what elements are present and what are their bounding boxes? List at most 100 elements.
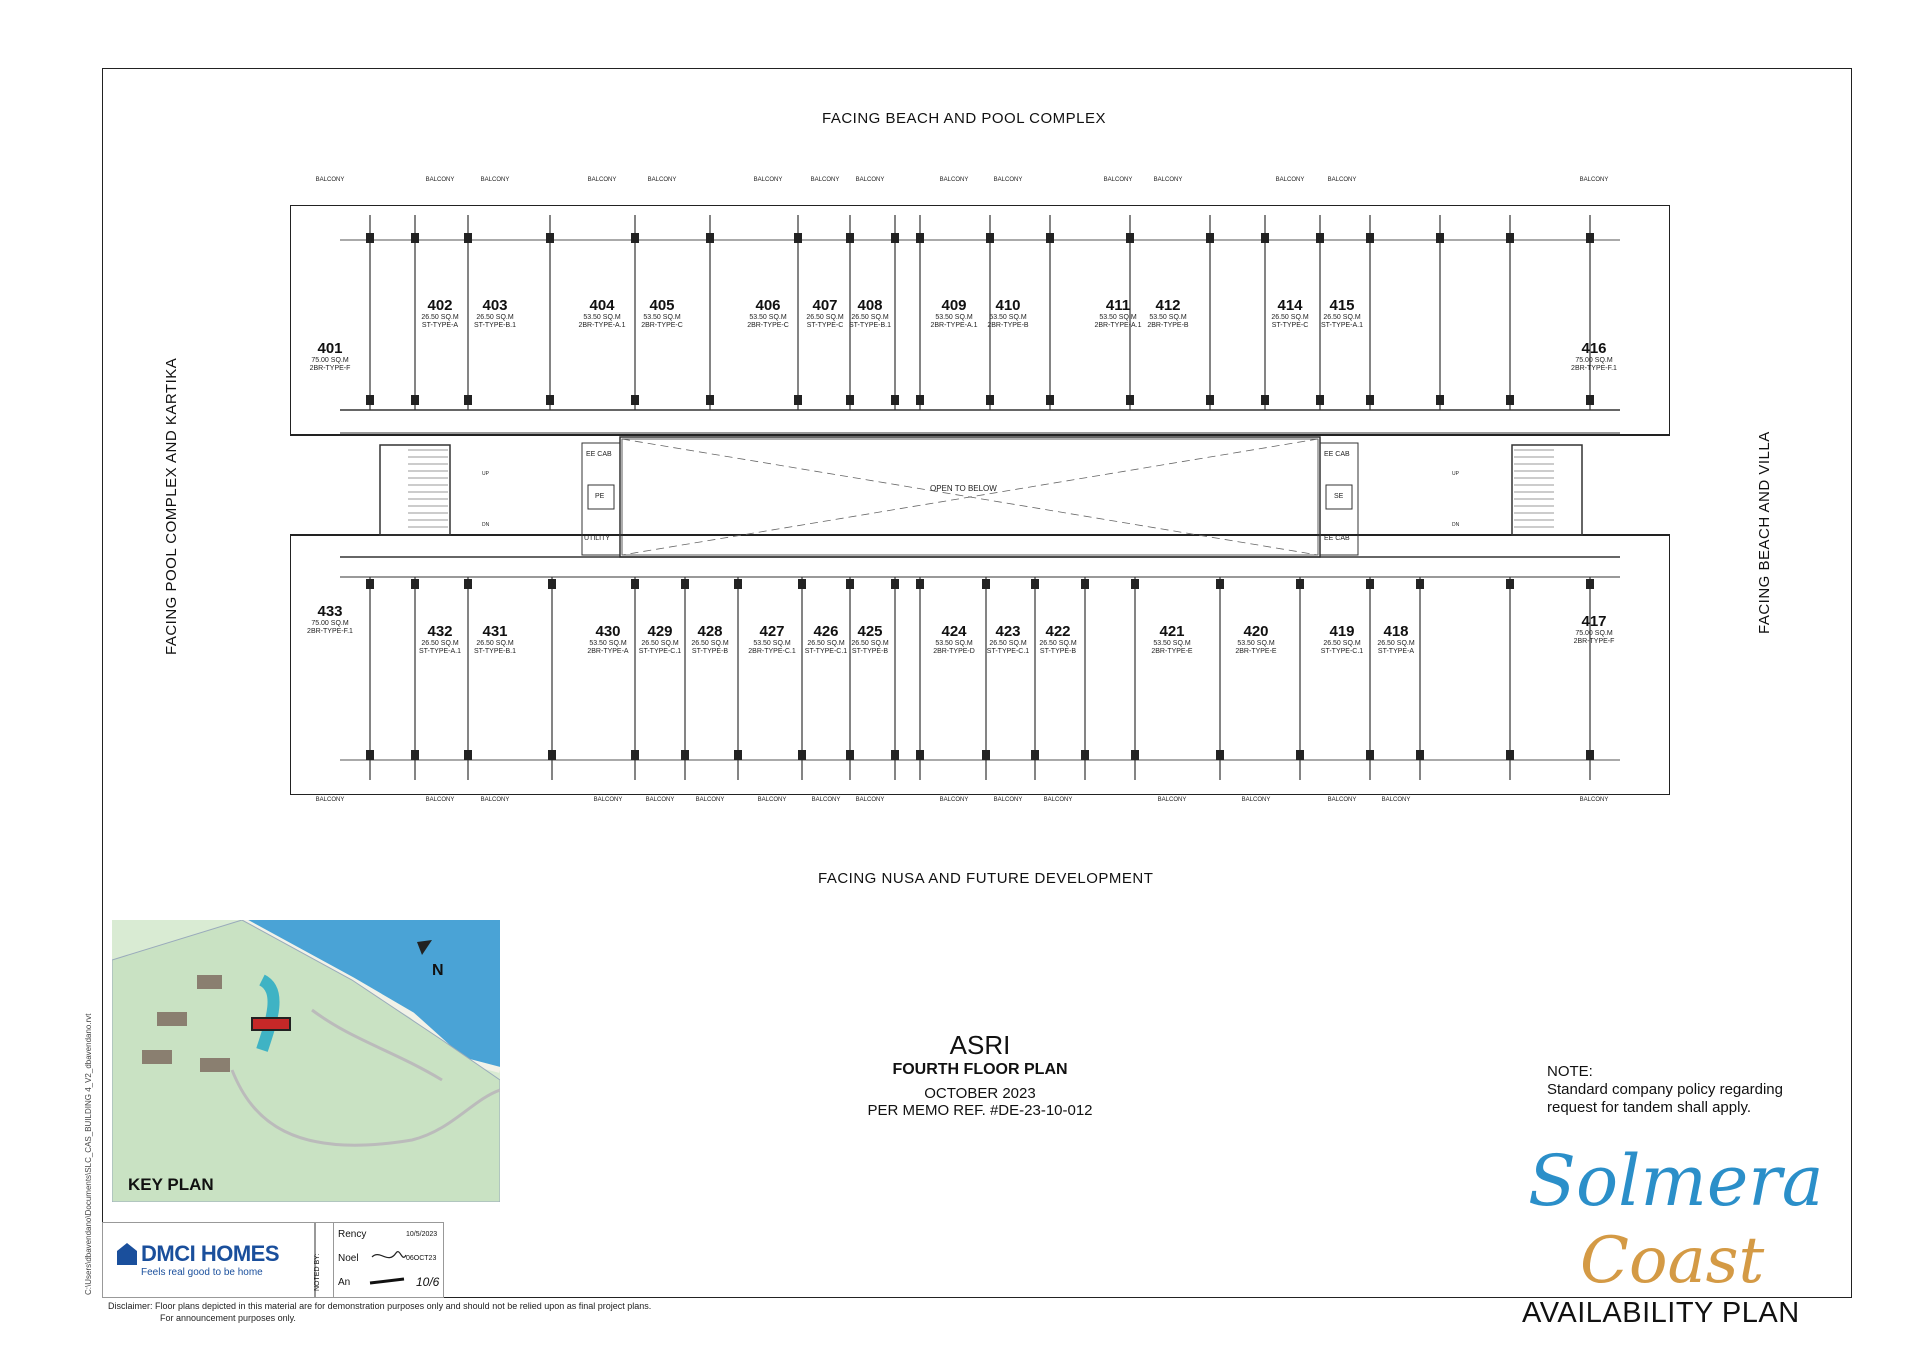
balcony-label: BALCONY [939,797,969,803]
unit-type: 2BR-TYPE-A [587,648,629,655]
unit-area: 26.50 SQ.M [1323,640,1361,647]
balcony-label: BALCONY [1043,797,1073,803]
asri-building-highlight [251,1017,291,1031]
unit-area: 26.50 SQ.M [421,314,459,321]
note-line-2: request for tandem shall apply. [1547,1099,1752,1116]
floor-plan-title: FOURTH FLOOR PLAN [892,1061,1068,1078]
balcony-label: BALCONY [1381,797,1411,803]
unit-area: 26.50 SQ.M [1271,314,1309,321]
note-line-1: Standard company policy regarding [1547,1081,1783,1098]
unit-number: 419 [1329,623,1355,640]
pool-area [256,974,280,1052]
noted-row-1-date: 10/5/2023 [406,1231,438,1238]
balcony-label: BALCONY [480,177,510,183]
unit-number: 418 [1383,623,1409,640]
unit-area: 26.50 SQ.M [851,640,889,647]
balcony-label: BALCONY [855,797,885,803]
unit-type: ST-TYPE-B.1 [473,322,516,329]
balcony-label: BALCONY [480,797,510,803]
balcony-label: BALCONY [1579,797,1609,803]
unit-type: 2BR-TYPE-A.1 [578,322,626,329]
note-block: NOTE: Standard company policy regarding … [1547,1063,1783,1117]
unit-area: 75.00 SQ.M [1575,630,1613,637]
unit-type: ST-TYPE-C.1 [638,648,682,655]
left-stair [379,444,451,536]
unit-area: 53.50 SQ.M [753,640,791,647]
memo-ref: PER MEMO REF. #DE-23-10-012 [867,1102,1093,1119]
unit-area: 26.50 SQ.M [691,640,729,647]
unit-type: 2BR-TYPE-E [1151,648,1193,655]
unit-number: 430 [595,623,621,640]
noted-row-2-date: 06OCT23 [406,1255,437,1262]
balcony-label: BALCONY [1327,797,1357,803]
balcony-label: BALCONY [1103,177,1133,183]
unit-number: 414 [1277,297,1303,314]
unit-type: 2BR-TYPE-C [641,322,683,329]
key-plan-map: N KEY PLAN [112,920,500,1202]
unit-area: 53.50 SQ.M [1237,640,1275,647]
unit-area: 26.50 SQ.M [641,640,679,647]
pe-label: PE [595,493,605,500]
note-heading: NOTE: [1547,1063,1593,1080]
unit-number: 407 [812,297,838,314]
balcony-label: BALCONY [647,177,677,183]
unit-type: ST-TYPE-B [691,648,729,655]
unit-type: 2BR-TYPE-A.1 [930,322,978,329]
unit-number: 420 [1243,623,1269,640]
unit-area: 53.50 SQ.M [935,640,973,647]
unit-type: 2BR-TYPE-F [1573,638,1615,645]
unit-number: 410 [995,297,1021,314]
unit-type: ST-TYPE-A [1377,648,1415,655]
unit-type: ST-TYPE-B [1039,648,1077,655]
unit-area: 26.50 SQ.M [1039,640,1077,647]
key-plan-label: KEY PLAN [128,1175,214,1194]
stair-up-label-right: UP [1452,471,1459,477]
unit-number: 424 [941,623,967,640]
utility-label: UTILITY [584,535,611,542]
unit-area: 53.50 SQ.M [589,640,627,647]
unit-type: ST-TYPE-C.1 [986,648,1030,655]
unit-number: 408 [857,297,883,314]
unit-type: 2BR-TYPE-C.1 [748,648,796,655]
unit-area: 53.50 SQ.M [989,314,1027,321]
file-path: C:\Users\dbavendano\Documents\SLC_CAS_BU… [84,1013,93,1296]
balcony-label: BALCONY [425,177,455,183]
unit-area: 53.50 SQ.M [1153,640,1191,647]
facing-left-label: FACING POOL COMPLEX AND KARTIKA [163,357,180,655]
project-name: ASRI [949,1030,1011,1060]
unit-area: 26.50 SQ.M [476,640,514,647]
unit-area: 26.50 SQ.M [807,640,845,647]
unit-area: 26.50 SQ.M [806,314,844,321]
north-arrow-icon [417,940,432,955]
unit-number: 415 [1329,297,1355,314]
unit-number: 432 [427,623,453,640]
availability-plan-title: AVAILABILITY PLAN [1522,1297,1800,1329]
noted-row-2-name: Noel [338,1253,359,1264]
unit-number: 426 [813,623,839,640]
open-to-below-label: OPEN TO BELOW [930,484,997,493]
stair-dn-label-left: DN [482,522,490,528]
logo-solmera-text: Solmera [1528,1140,1820,1222]
unit-area: 26.50 SQ.M [421,640,459,647]
right-stair [1511,444,1583,536]
balcony-label: BALCONY [315,797,345,803]
noted-row-3-date: 10/6 [416,1275,440,1289]
unit-area: 75.00 SQ.M [1575,357,1613,364]
facing-top-label: FACING BEACH AND POOL COMPLEX [822,110,1107,127]
balcony-label: BALCONY [645,797,675,803]
unit-number: 416 [1581,340,1607,357]
noted-by-label: NOTED BY: [314,1253,321,1291]
